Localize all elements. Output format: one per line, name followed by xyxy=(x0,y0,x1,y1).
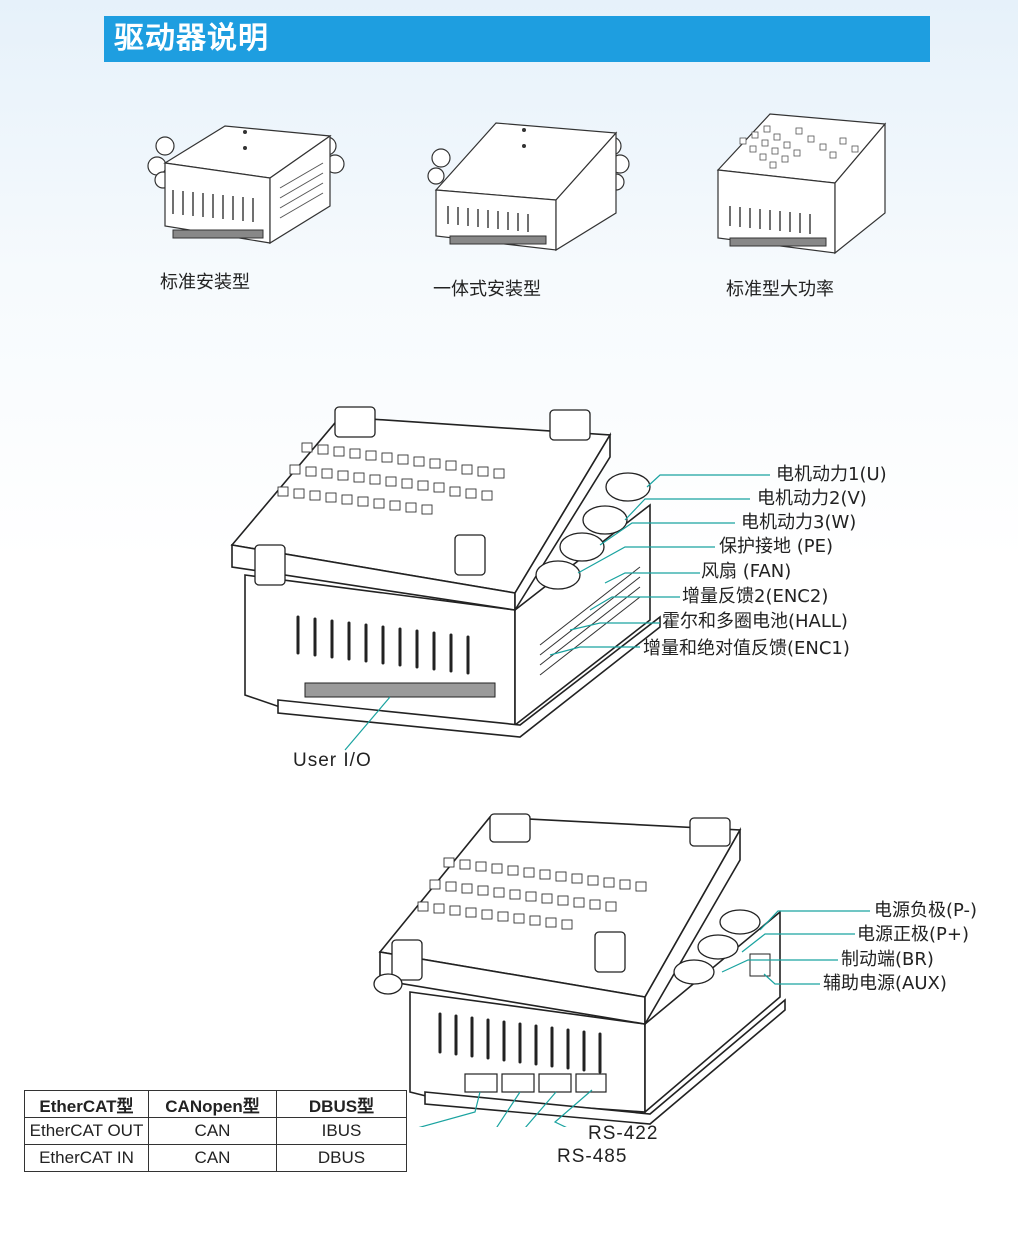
label-hall: 霍尔和多圈电池(HALL) xyxy=(662,611,848,632)
table-cell: IBUS xyxy=(276,1117,407,1145)
label-rs422: RS-422 xyxy=(588,1123,659,1144)
label-brake: 制动端(BR) xyxy=(841,949,934,970)
label-enc2: 增量反馈2(ENC2) xyxy=(682,586,829,607)
bus-type-table: EtherCAT型 CANopen型 DBUS型 EtherCAT OUT CA… xyxy=(24,1090,407,1172)
table-cell: CAN xyxy=(148,1144,277,1172)
table-header: DBUS型 xyxy=(276,1090,407,1118)
section-title-bar: 驱动器说明 xyxy=(104,16,930,62)
page-title: 驱动器说明 xyxy=(114,21,269,56)
table-header: EtherCAT型 xyxy=(24,1090,149,1118)
label-motor-u: 电机动力1(U) xyxy=(776,464,887,485)
table-header: CANopen型 xyxy=(148,1090,277,1118)
driver-power-connector-diagram xyxy=(373,813,870,1127)
label-aux-power: 辅助电源(AUX) xyxy=(823,973,947,994)
label-motor-w: 电机动力3(W) xyxy=(741,512,857,533)
thumb-caption-standard: 标准安装型 xyxy=(160,272,250,293)
label-power-positive: 电源正极(P+) xyxy=(857,924,969,945)
driver-front-connector-diagram xyxy=(230,406,770,751)
label-fan: 风扇 (FAN) xyxy=(701,561,792,582)
label-user-io: User I/O xyxy=(293,750,372,771)
table-row: EtherCAT IN CAN DBUS xyxy=(24,1144,407,1172)
table-cell: EtherCAT OUT xyxy=(24,1117,149,1145)
driver-standard-mount-image xyxy=(147,125,345,245)
label-enc1: 增量和绝对值反馈(ENC1) xyxy=(643,638,850,659)
table-cell: DBUS xyxy=(276,1144,407,1172)
label-power-negative: 电源负极(P-) xyxy=(874,900,977,921)
table-row: EtherCAT OUT CAN IBUS xyxy=(24,1117,407,1145)
table-cell: EtherCAT IN xyxy=(24,1144,149,1172)
label-pe: 保护接地 (PE) xyxy=(719,536,833,557)
driver-integrated-mount-image xyxy=(427,122,630,252)
table-cell: CAN xyxy=(148,1117,277,1145)
driver-high-power-image xyxy=(716,113,887,255)
label-rs485: RS-485 xyxy=(557,1146,628,1167)
thumb-caption-high-power: 标准型大功率 xyxy=(726,279,834,300)
label-motor-v: 电机动力2(V) xyxy=(757,488,867,509)
thumb-caption-integrated: 一体式安装型 xyxy=(433,279,541,300)
